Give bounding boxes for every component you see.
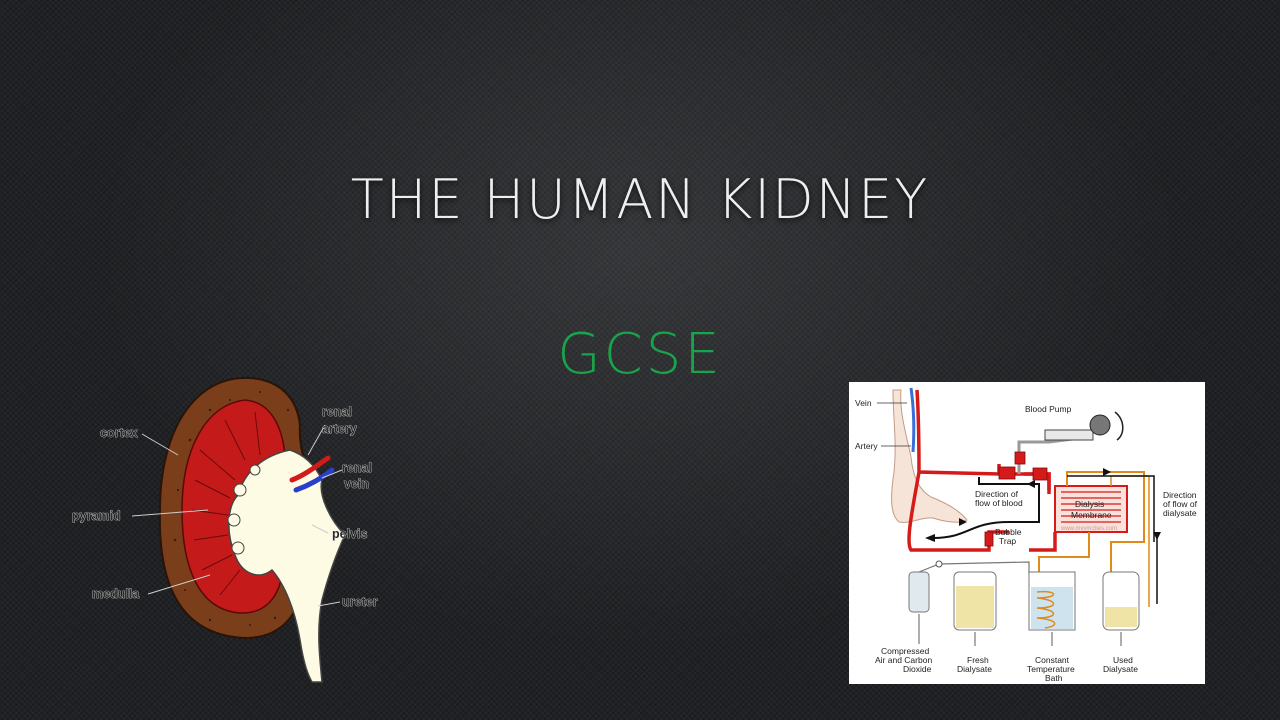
bath-coil: [1036, 590, 1056, 629]
used-dialysate-fluid: [1105, 607, 1137, 627]
papillae: [227, 464, 261, 555]
renal-vein-vessel: [293, 467, 335, 493]
label-renal-artery-1: renal: [322, 405, 352, 419]
connectors: [984, 451, 1048, 547]
blood-flow-direction: [932, 477, 1040, 539]
renal-artery-vessel: [289, 455, 331, 483]
label-constant-1: Constant: [1035, 655, 1070, 665]
kidney-diagram: cortex renal artery renal vein pyramid p…: [72, 376, 378, 683]
label-renal-artery-2: artery: [322, 422, 357, 436]
dialysate-arrow-side: [1153, 532, 1161, 540]
label-ureter: ureter: [342, 595, 378, 609]
air-valve: [935, 560, 943, 568]
label-constant-2: Temperature: [1027, 664, 1075, 674]
label-medulla: medulla: [92, 587, 140, 601]
label-pelvis: pelvis: [332, 527, 367, 541]
pump-tube: [1017, 435, 1090, 474]
label-direction-dialysate-1: Direction: [1163, 490, 1197, 500]
label-constant-3: Bath: [1045, 673, 1063, 683]
slide-title: THE HUMAN KIDNEY: [350, 168, 930, 231]
label-blood-pump: Blood Pump: [1025, 404, 1072, 414]
forearm: [891, 389, 968, 523]
blood-pump: [1089, 414, 1111, 436]
label-compressed-3: Dioxide: [903, 664, 932, 674]
label-direction-blood-1: Direction of: [975, 489, 1019, 499]
membrane-coils: [1061, 491, 1121, 523]
label-renal-vein-2: vein: [344, 477, 369, 491]
fresh-dialysate-fluid: [956, 586, 994, 628]
dialysis-diagram: Vein Artery Blood Pump Direction of flow…: [849, 382, 1205, 684]
label-cortex: cortex: [100, 426, 138, 440]
gas-cylinder: [908, 571, 930, 613]
label-used-2: Dialysate: [1103, 664, 1138, 674]
label-bubble-trap-2: Trap: [999, 536, 1016, 546]
label-used-1: Used: [1113, 655, 1133, 665]
label-direction-dialysate-2: of flow of: [1163, 499, 1198, 509]
watermark: www.myvmcbes.com: [1060, 526, 1117, 532]
label-renal-vein-1: renal: [342, 461, 372, 475]
label-direction-dialysate-3: dialysate: [1163, 508, 1197, 518]
pump-rotation-arrow: [1114, 411, 1124, 441]
pump-housing: [1044, 429, 1094, 441]
vein-tube: [909, 387, 916, 453]
label-dialysis-membrane-1: Dialysis: [1075, 499, 1104, 509]
label-vein: Vein: [855, 398, 872, 408]
label-compressed-2: Air and Carbon: [875, 655, 932, 665]
dialysate-arrow-top: [1103, 468, 1111, 476]
flow-arrow-mid: [959, 518, 967, 526]
air-line: [918, 561, 1030, 574]
label-compressed-1: Compressed: [881, 646, 929, 656]
label-fresh-2: Dialysate: [957, 664, 992, 674]
label-bubble-trap-1: Bubble: [995, 527, 1022, 537]
kidney-pelvis: [228, 449, 346, 683]
label-dialysis-membrane-2: Membrane: [1071, 510, 1112, 520]
blood-line-2: [1024, 472, 1057, 552]
dialysate-direction: [1067, 475, 1155, 542]
label-pyramid: pyramid: [72, 509, 121, 523]
slide-subtitle: GCSE: [557, 322, 723, 387]
flow-arrow-left: [925, 534, 935, 542]
dialysis-leader-lines: [877, 402, 1122, 646]
dialysis-membrane: [1054, 485, 1128, 533]
flow-arrow-right: [1027, 480, 1035, 488]
label-fresh-1: Fresh: [967, 655, 989, 665]
kidney-leader-lines: [131, 424, 343, 607]
label-artery: Artery: [855, 441, 878, 451]
label-direction-blood-2: flow of blood: [975, 498, 1023, 508]
